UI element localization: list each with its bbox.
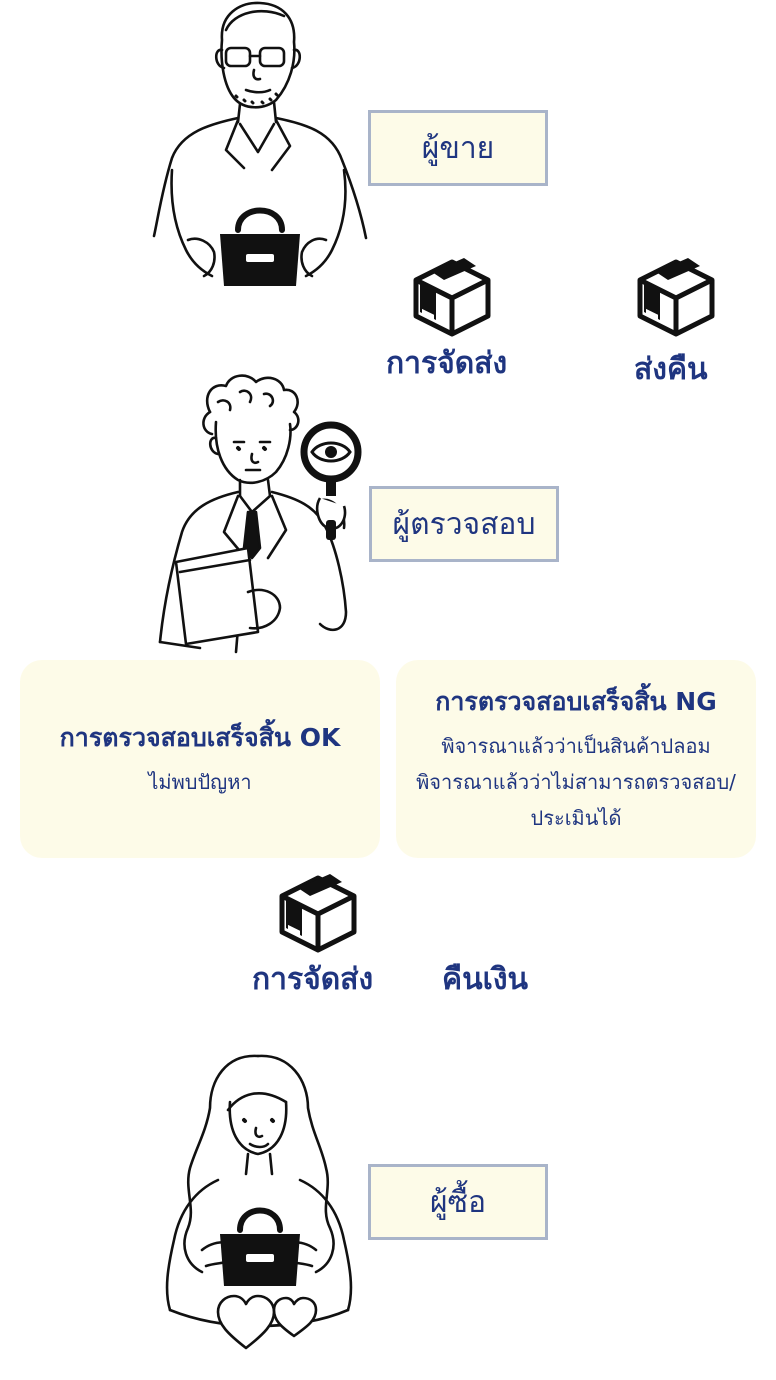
inspection-ng-desc-line: พิจารณาแล้วว่าไม่สามารถตรวจสอบ/ <box>416 770 736 794</box>
refund-label: คืนเงิน <box>442 962 528 997</box>
magnifying-glass-eye-icon <box>300 421 362 540</box>
ship-to-buyer-label: การจัดส่ง <box>252 962 374 997</box>
inspection-ng-desc-line: พิจารณาแล้วว่าเป็นสินค้าปลอม <box>441 734 711 758</box>
inspector-label: ผู้ตรวจสอบ <box>392 506 536 542</box>
inspection-ng-title: การตรวจสอบเสร็จสิ้น NG <box>435 687 717 716</box>
package-box-icon <box>413 258 491 337</box>
inspector-illustration <box>158 374 348 654</box>
package-box-icon <box>637 258 715 337</box>
package-box-icon <box>279 874 357 953</box>
inspection-ok-card: การตรวจสอบเสร็จสิ้น OK ไม่พบปัญหา <box>20 660 380 858</box>
inspection-ok-desc-line: ไม่พบปัญหา <box>148 770 252 794</box>
handbag-icon <box>220 1207 300 1286</box>
inspector-role-box: ผู้ตรวจสอบ <box>369 486 559 562</box>
inspection-ng-description: พิจารณาแล้วว่าเป็นสินค้าปลอม พิจารณาแล้ว… <box>416 728 736 836</box>
seller-label: ผู้ขาย <box>421 130 495 166</box>
inspection-ng-desc-line: ประเมินได้ <box>530 806 622 830</box>
ship-to-inspector-label: การจัดส่ง <box>386 346 508 381</box>
buyer-role-box: ผู้ซื้อ <box>368 1164 548 1240</box>
inspection-ok-description: ไม่พบปัญหา <box>148 764 251 800</box>
return-label: ส่งคืน <box>634 352 708 387</box>
handbag-icon <box>220 207 300 286</box>
hearts-icon <box>216 1294 318 1350</box>
seller-role-box: ผู้ขาย <box>368 110 548 186</box>
inspection-ng-card: การตรวจสอบเสร็จสิ้น NG พิจารณาแล้วว่าเป็… <box>396 660 756 858</box>
seller-illustration <box>152 1 368 278</box>
inspection-ok-title: การตรวจสอบเสร็จสิ้น OK <box>59 723 341 752</box>
buyer-label: ผู้ซื้อ <box>430 1184 486 1220</box>
